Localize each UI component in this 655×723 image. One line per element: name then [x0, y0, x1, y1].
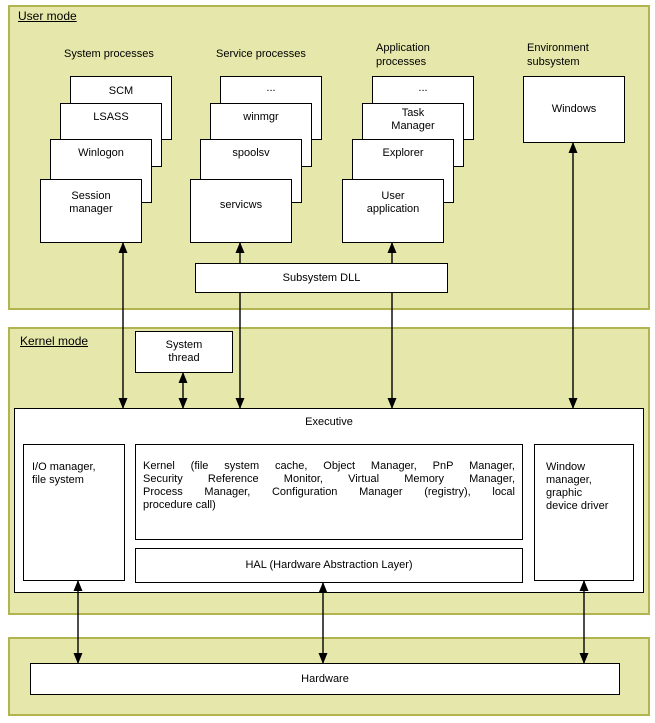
box-label: Windows: [551, 103, 597, 115]
environment-subsystem-header: Environment subsystem: [527, 42, 589, 68]
box-label: Hardware: [301, 672, 349, 685]
executive-label: Executive: [305, 416, 353, 428]
box-label: I/O manager, file system: [32, 461, 96, 486]
card-label: ...: [266, 82, 276, 94]
windows-subsystem-box: Windows: [523, 76, 625, 143]
system-thread-box: System thread: [135, 331, 233, 373]
box-label: Window manager, graphic device driver: [546, 461, 609, 512]
process-card-user-application: User application: [342, 179, 444, 243]
service-processes-header: Service processes: [216, 48, 306, 60]
box-label: Subsystem DLL: [282, 271, 361, 284]
card-label: spoolsv: [232, 147, 270, 159]
card-label: Explorer: [382, 147, 424, 159]
kernel-text-line: Security Reference Monitor, Virtual Memo…: [143, 473, 515, 485]
kernel-text: Kernel (file system cache, Object Manage…: [136, 445, 522, 512]
card-label: Winlogon: [78, 147, 124, 159]
user-mode-label: User mode: [18, 9, 77, 23]
box-label: HAL (Hardware Abstraction Layer): [245, 559, 413, 571]
card-label: Session manager: [69, 190, 113, 215]
card-label: LSASS: [93, 111, 129, 123]
subsystem-dll-box: Subsystem DLL: [195, 263, 448, 293]
card-label: ...: [418, 82, 428, 94]
kernel-mode-label: Kernel mode: [20, 334, 89, 348]
kernel-text-line: Kernel (file system cache, Object Manage…: [143, 460, 515, 472]
kernel-text-line: procedure call): [143, 499, 216, 511]
card-label: SCM: [108, 85, 134, 97]
process-card-session-manager: Session manager: [40, 179, 142, 243]
application-processes-header: Application processes: [376, 42, 430, 68]
io-manager-box: I/O manager, file system: [23, 444, 125, 581]
system-processes-header: System processes: [64, 48, 154, 60]
card-label: User application: [366, 190, 420, 215]
box-label: System thread: [165, 339, 203, 364]
card-label: Task Manager: [391, 107, 435, 132]
hal-box: HAL (Hardware Abstraction Layer): [135, 548, 523, 583]
window-manager-box: Window manager, graphic device driver: [534, 444, 634, 581]
kernel-box: Kernel (file system cache, Object Manage…: [135, 444, 523, 540]
card-label: winmgr: [243, 111, 279, 123]
hardware-box: Hardware: [30, 663, 620, 695]
kernel-text-line: Process Manager, Configuration Manager (…: [143, 486, 515, 498]
card-label: servicws: [219, 199, 263, 211]
process-card-servicws: servicws: [190, 179, 292, 243]
